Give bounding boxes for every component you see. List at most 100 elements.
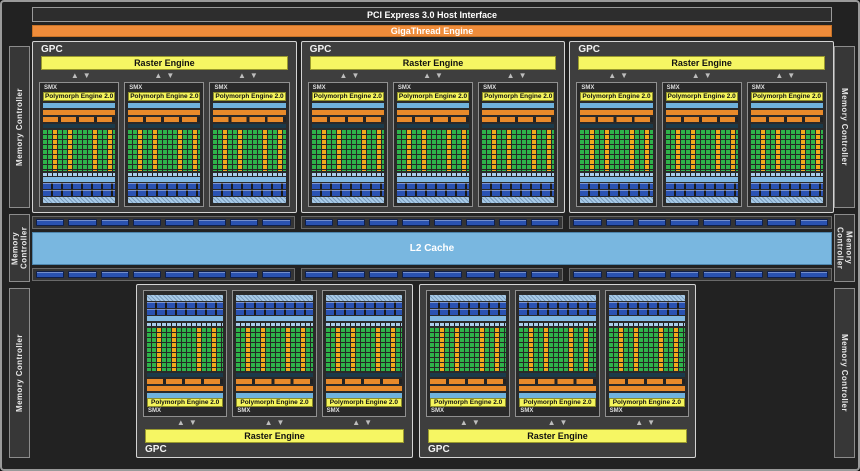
- shared-memory-bar: [580, 197, 653, 203]
- dispatch-units-row: [580, 117, 653, 122]
- load-store-units-row: [665, 183, 738, 189]
- down-arrow-icon: ▼: [82, 71, 91, 80]
- l2-interface-slot: [702, 219, 731, 226]
- l2-interface-slot: [229, 219, 259, 226]
- register-file-bar: [580, 124, 653, 128]
- dataflow-arrows-row: ▲▼▲▼▲▼: [143, 417, 406, 429]
- smx-unit: SMX Polymorph Engine 2.0: [143, 290, 228, 417]
- smx-unit: SMX Polymorph Engine 2.0: [392, 82, 474, 207]
- l2-interface-slot-group: [300, 216, 564, 229]
- cuda-core-grid: [580, 130, 653, 171]
- dispatch-units-row: [311, 117, 384, 122]
- dataflow-arrows-row: ▲▼▲▼▲▼: [308, 70, 559, 82]
- dataflow-arrows-row: ▲▼▲▼▲▼: [426, 417, 689, 429]
- pci-express-host-interface-bar: PCI Express 3.0 Host Interface: [32, 7, 832, 22]
- smx-unit: SMX Polymorph Engine 2.0: [515, 290, 600, 417]
- warp-scheduler-bar: [325, 386, 402, 391]
- texture-units-row: [396, 190, 470, 196]
- smx-label: SMX: [129, 85, 143, 91]
- interconnect-bar: [213, 177, 286, 182]
- shared-memory-bar: [325, 295, 402, 301]
- polymorph-engine-bar: Polymorph Engine 2.0: [430, 398, 507, 407]
- load-store-units-row: [580, 183, 653, 189]
- sfu-row: [750, 173, 823, 176]
- load-store-units-row: [396, 183, 470, 189]
- instruction-cache-bar: [482, 103, 555, 108]
- load-store-units-row: [750, 183, 823, 189]
- cuda-core-grid: [213, 130, 286, 171]
- smx-unit: SMX Polymorph Engine 2.0: [604, 290, 689, 417]
- register-file-bar: [519, 373, 596, 377]
- up-down-arrow-pair: ▲▼: [206, 70, 290, 82]
- l2-interface-slot: [605, 271, 634, 278]
- warp-scheduler-bar: [147, 386, 224, 391]
- up-down-arrow-pair: ▲▼: [743, 70, 827, 82]
- smx-label: SMX: [397, 85, 411, 91]
- instruction-cache-bar: [580, 103, 653, 108]
- interconnect-bar: [325, 316, 402, 321]
- dispatch-units-row: [128, 117, 201, 122]
- smx-label: SMX: [581, 85, 595, 91]
- up-down-arrow-pair: ▲▼: [514, 417, 602, 429]
- texture-units-row: [147, 302, 224, 308]
- interconnect-bar: [608, 316, 685, 321]
- up-down-arrow-pair: ▲▼: [475, 70, 559, 82]
- l2-interface-slot: [767, 271, 796, 278]
- l2-interface-slot: [165, 219, 194, 226]
- cuda-core-grid: [430, 328, 507, 371]
- down-arrow-icon: ▼: [188, 418, 197, 427]
- down-arrow-icon: ▼: [364, 418, 373, 427]
- load-store-units-row: [147, 309, 224, 315]
- dispatch-units-row: [396, 117, 470, 122]
- l2-interface-slot: [304, 271, 333, 278]
- down-arrow-icon: ▼: [276, 418, 285, 427]
- instruction-cache-bar: [750, 103, 823, 108]
- down-arrow-icon: ▼: [559, 418, 568, 427]
- up-arrow-icon: ▲: [459, 418, 468, 427]
- polymorph-engine-bar: Polymorph Engine 2.0: [43, 92, 116, 101]
- l2-interface-slot: [799, 271, 828, 278]
- l2-interface-slot: [100, 219, 129, 226]
- l2-interface-slot: [530, 219, 560, 226]
- down-arrow-icon: ▼: [249, 71, 258, 80]
- shared-memory-bar: [750, 197, 823, 203]
- polymorph-engine-bar: Polymorph Engine 2.0: [325, 398, 402, 407]
- instruction-cache-bar: [236, 393, 313, 398]
- shared-memory-bar: [147, 295, 224, 301]
- interconnect-bar: [580, 177, 653, 182]
- smx-label: SMX: [666, 85, 680, 91]
- smx-label: SMX: [431, 408, 445, 414]
- instruction-cache-bar: [665, 103, 738, 108]
- polymorph-engine-bar: Polymorph Engine 2.0: [665, 92, 738, 101]
- warp-scheduler-bar: [311, 110, 384, 115]
- up-down-arrow-pair: ▲▼: [231, 417, 319, 429]
- up-arrow-icon: ▲: [70, 71, 79, 80]
- l2-interface-slot: [337, 219, 366, 226]
- l2-interface-slot: [197, 271, 226, 278]
- gigathread-engine-bar: GigaThread Engine: [32, 25, 832, 37]
- smx-label: SMX: [483, 85, 497, 91]
- l2-interface-slot: [466, 219, 495, 226]
- load-store-units-row: [213, 183, 286, 189]
- down-arrow-icon: ▼: [703, 71, 712, 80]
- sfu-row: [128, 173, 201, 176]
- shared-memory-bar: [311, 197, 384, 203]
- l2-interface-slot: [36, 271, 65, 278]
- interconnect-bar: [519, 316, 596, 321]
- warp-scheduler-bar: [482, 110, 555, 115]
- register-file-bar: [236, 373, 313, 377]
- smx-unit: SMX Polymorph Engine 2.0: [209, 82, 290, 207]
- texture-units-row: [236, 302, 313, 308]
- raster-engine-bar: Raster Engine: [41, 56, 288, 70]
- up-down-arrow-pair: ▲▼: [601, 417, 689, 429]
- up-arrow-icon: ▲: [635, 418, 644, 427]
- up-down-arrow-pair: ▲▼: [576, 70, 660, 82]
- interconnect-bar: [430, 316, 507, 321]
- dispatch-units-row: [430, 379, 507, 384]
- down-arrow-icon: ▼: [518, 71, 527, 80]
- l2-interface-slot: [433, 219, 463, 226]
- cuda-core-grid: [236, 328, 313, 371]
- shared-memory-bar: [396, 197, 470, 203]
- l2-interface-slot: [670, 219, 699, 226]
